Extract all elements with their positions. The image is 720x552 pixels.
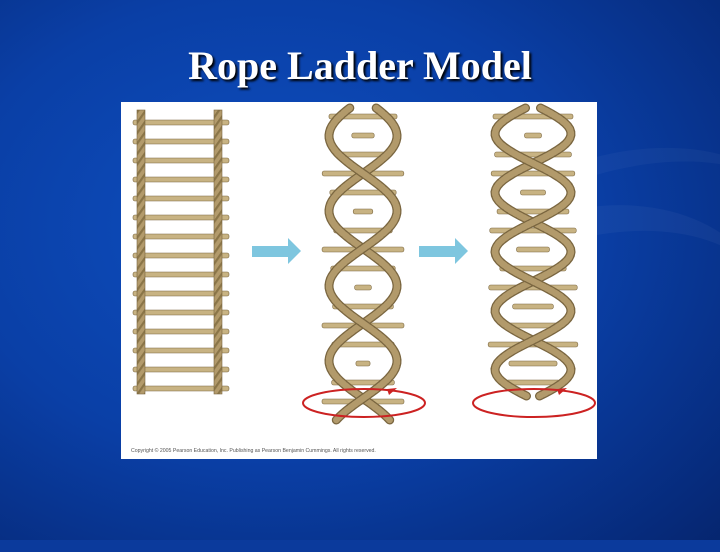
- partially-twisted-ladder: [321, 103, 405, 425]
- double-helix-ladder: [487, 103, 579, 401]
- right-arrow-icon: [419, 238, 468, 264]
- copyright-notice: Copyright © 2005 Pearson Education, Inc.…: [131, 448, 376, 454]
- figure-drawing: [132, 103, 596, 425]
- rope-ladder-figure: Copyright © 2005 Pearson Education, Inc.…: [121, 102, 597, 459]
- rotation-arrow-icon: [472, 388, 596, 418]
- rotation-arrow-icon: [302, 388, 426, 418]
- slide-title: Rope Ladder Model: [188, 43, 532, 88]
- right-arrow-icon: [252, 238, 301, 264]
- straight-ladder: [132, 109, 230, 395]
